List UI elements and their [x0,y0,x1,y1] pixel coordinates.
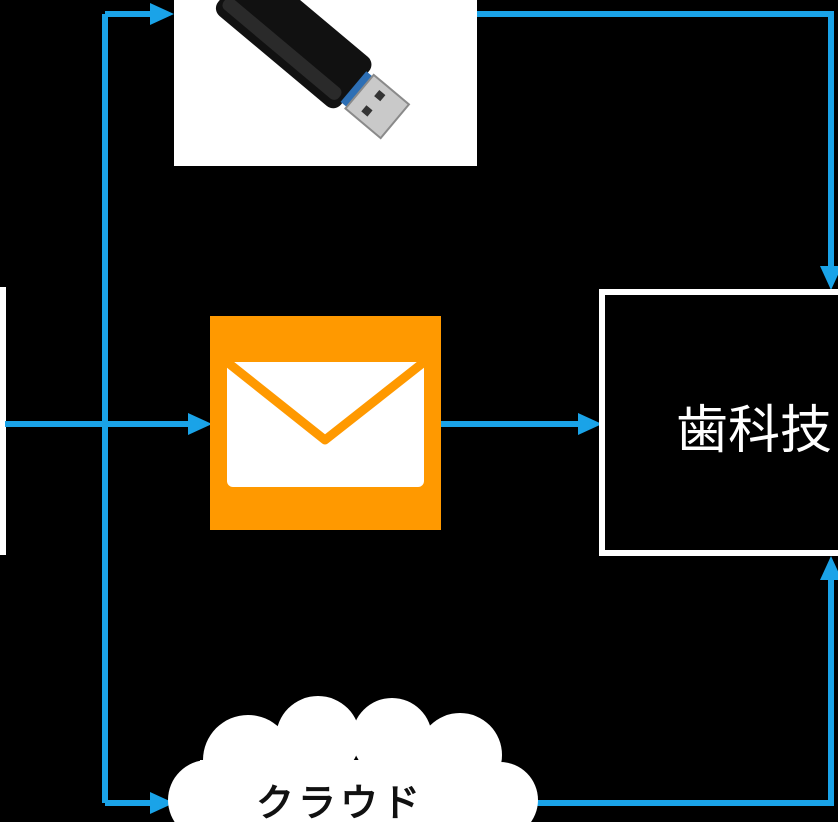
target-box [599,289,838,556]
arrowheads [150,3,838,814]
target-box-label: 歯科技 [676,401,832,461]
connector-usb-to-target [476,11,834,268]
arrowhead-to-mail [188,413,212,435]
cloud-label: クラウド [256,781,424,822]
cloud-icon [168,696,538,822]
mail-envelope-icon [210,316,441,530]
connector-cloud-to-target [526,578,834,806]
arrowhead-to-cloud [150,792,174,814]
usb-flash-drive-icon [174,0,477,166]
arrowhead-mail-to-target [578,413,602,435]
connector-lines [5,11,834,806]
arrowhead-usb-to-target [820,266,838,290]
arrowhead-to-usb [150,3,174,25]
source-box [0,287,6,555]
arrowhead-cloud-to-target [820,556,838,580]
